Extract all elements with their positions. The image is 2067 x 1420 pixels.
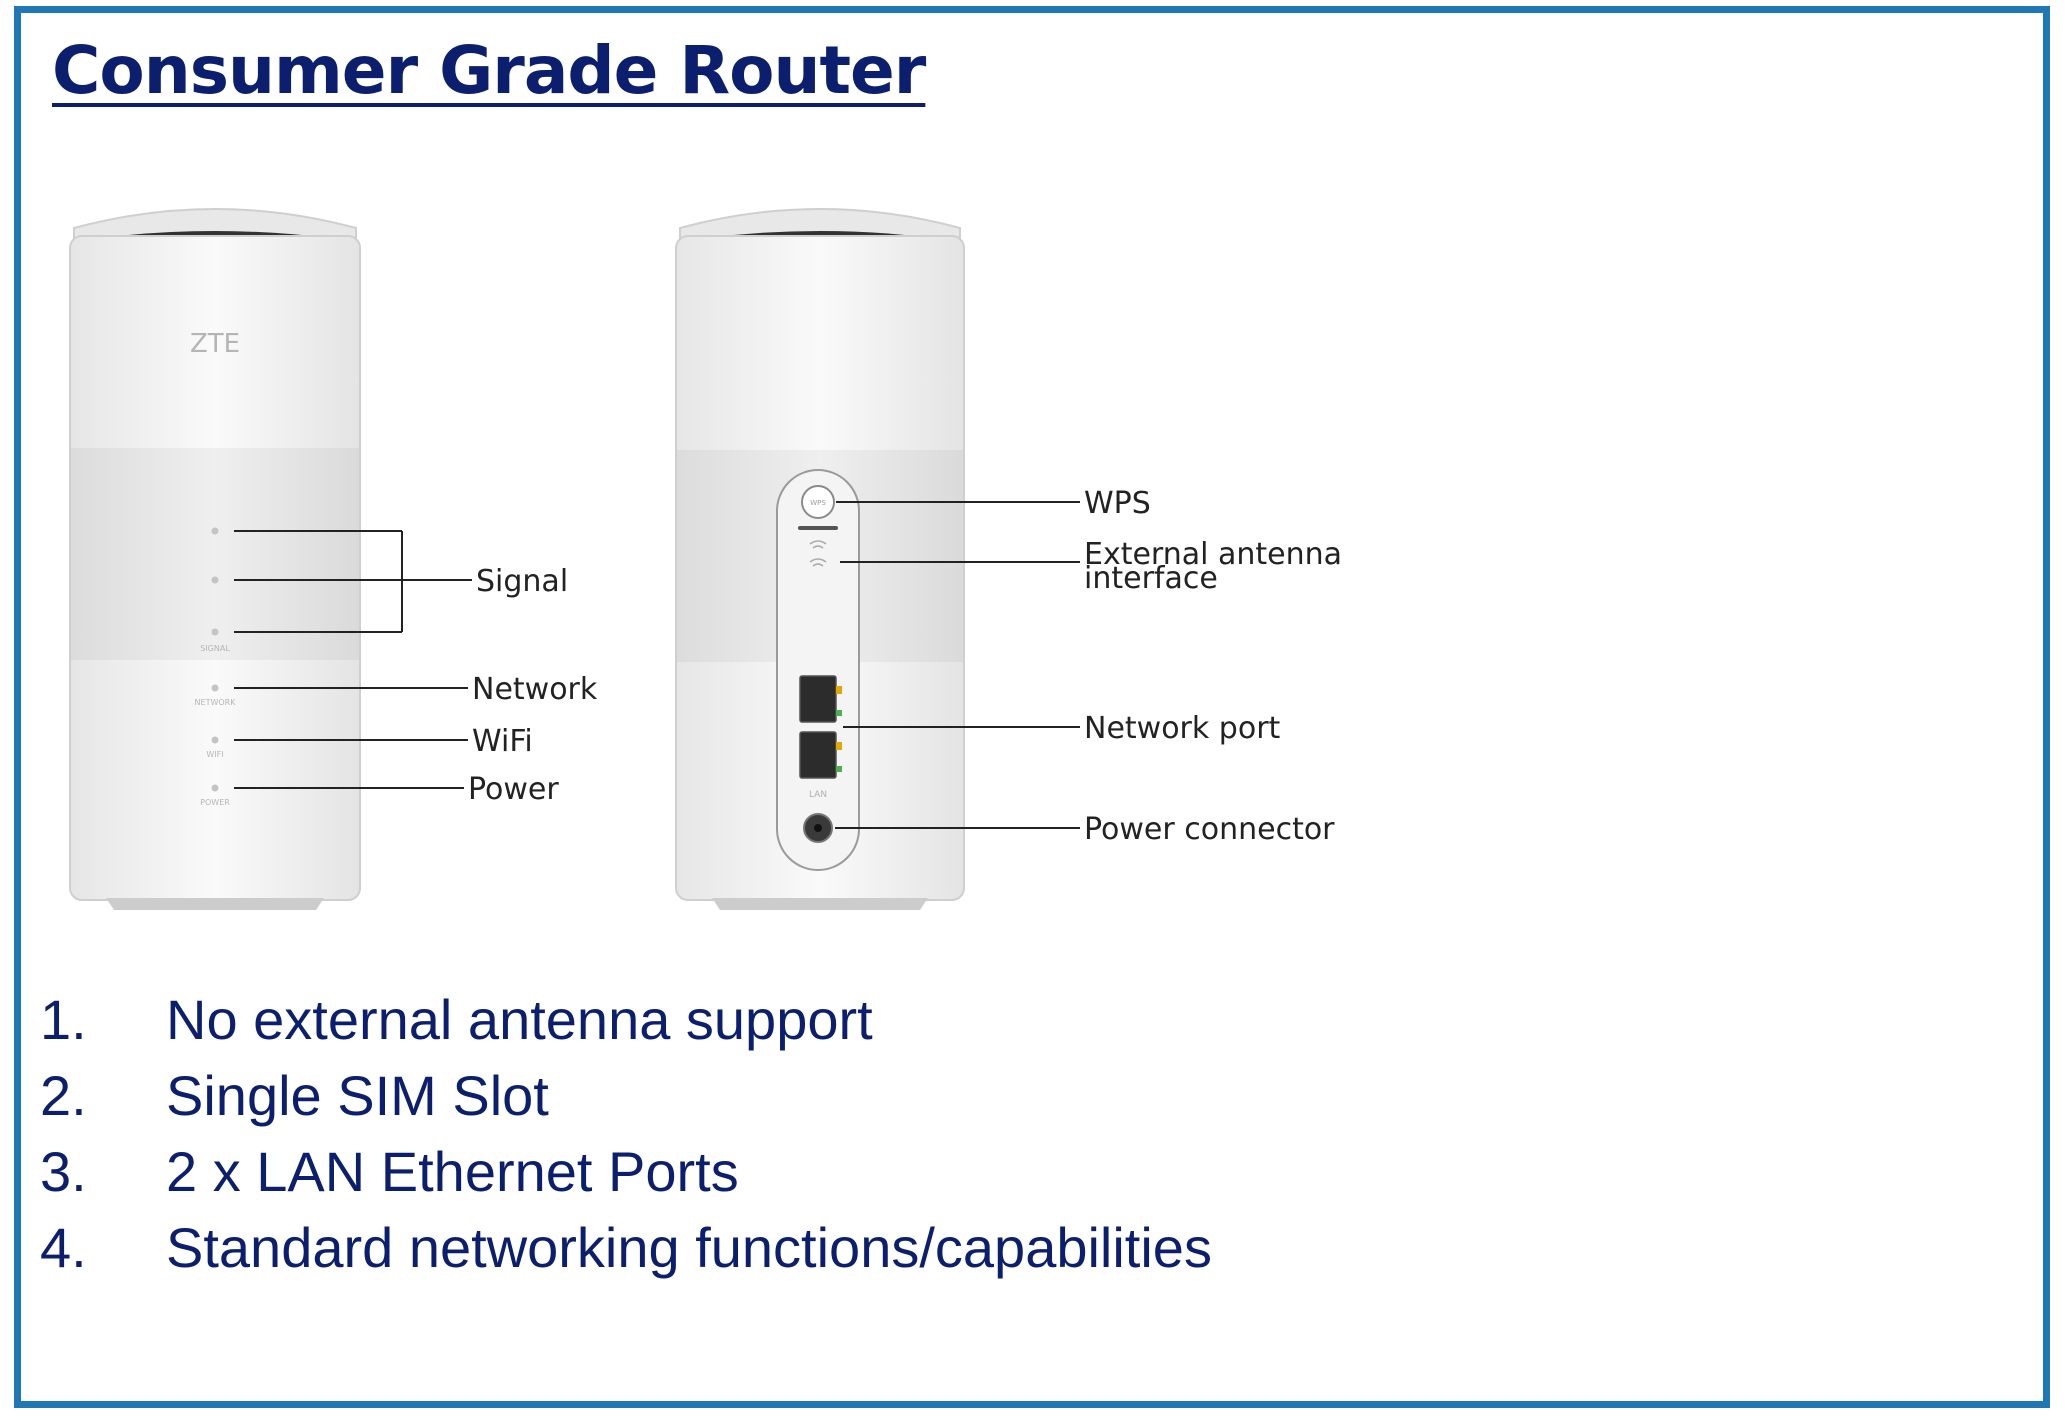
callout-signal: Signal: [476, 564, 568, 599]
callout-power-connector: Power connector: [1084, 812, 1335, 847]
router-diagram: ZTE SIGNAL NETWORK WIFI POWER: [40, 180, 1440, 920]
front-led-signal-3: [211, 628, 219, 636]
front-led-power: [211, 784, 219, 792]
front-router-logo: ZTE: [190, 329, 240, 359]
back-router: WPS LAN WPS: [675, 208, 1342, 910]
feature-text: No external antenna support: [166, 988, 873, 1051]
front-router-band: [71, 448, 359, 660]
feature-item: 4. Standard networking functions/capabil…: [40, 1210, 1212, 1286]
front-led-signal-1: [211, 527, 219, 535]
signal-bracket: [234, 530, 472, 633]
front-led-wifi: [211, 736, 219, 744]
wps-button: [801, 485, 835, 519]
feature-item: 3. 2 x LAN Ethernet Ports: [40, 1134, 1212, 1210]
feature-number: 4.: [40, 1216, 87, 1279]
lan-port-2-led-amber: [836, 742, 842, 750]
feature-text: 2 x LAN Ethernet Ports: [166, 1140, 739, 1203]
feature-number: 2.: [40, 1064, 87, 1127]
wps-button-label: WPS: [810, 499, 826, 507]
feature-text: Standard networking functions/capabiliti…: [166, 1216, 1212, 1279]
front-router-bottom-vent: [106, 898, 324, 910]
lan-port-label: LAN: [809, 790, 827, 800]
callout-network: Network: [472, 672, 598, 707]
back-router-bottom-vent: [712, 898, 928, 910]
callout-power: Power: [468, 772, 559, 807]
lan-port-2: [799, 731, 837, 779]
lan-port-1: [799, 675, 837, 723]
front-led-signal-2: [211, 576, 219, 584]
power-connector-pin: [814, 824, 822, 832]
front-led-label-signal: SIGNAL: [200, 644, 230, 653]
callout-antenna-line2: interface: [1084, 561, 1218, 596]
front-led-label-power: POWER: [200, 798, 230, 807]
feature-list: 1. No external antenna support 2. Single…: [40, 982, 1212, 1286]
feature-number: 3.: [40, 1140, 87, 1203]
lan-port-2-led-green: [836, 766, 842, 772]
callout-wifi: WiFi: [472, 724, 533, 759]
front-router-top-cap: [73, 208, 357, 239]
front-led-label-wifi: WIFI: [206, 750, 223, 759]
callout-wps: WPS: [1084, 486, 1151, 521]
back-router-top-cap: [679, 208, 961, 239]
antenna-icon: [809, 540, 827, 567]
feature-number: 1.: [40, 988, 87, 1051]
router-diagram-svg: ZTE SIGNAL NETWORK WIFI POWER: [69, 208, 1342, 910]
feature-text: Single SIM Slot: [166, 1064, 549, 1127]
lan-port-1-led-amber: [836, 686, 842, 694]
feature-item: 2. Single SIM Slot: [40, 1058, 1212, 1134]
feature-item: 1. No external antenna support: [40, 982, 1212, 1058]
page-title: Consumer Grade Router: [52, 32, 926, 109]
front-led-label-network: NETWORK: [195, 698, 237, 707]
callout-network-port: Network port: [1084, 711, 1281, 746]
panel-divider: [798, 526, 838, 530]
front-led-network: [211, 684, 219, 692]
front-router: ZTE SIGNAL NETWORK WIFI POWER: [69, 208, 598, 910]
lan-port-1-led-green: [836, 710, 842, 716]
callout-antenna-line1: External antenna: [1084, 537, 1342, 572]
